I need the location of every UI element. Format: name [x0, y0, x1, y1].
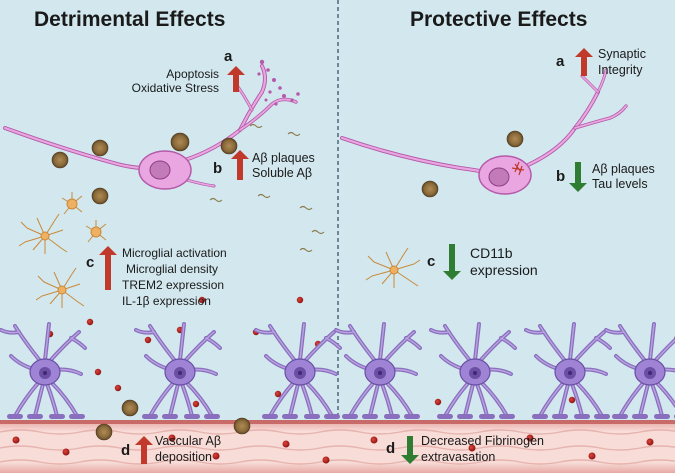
right-d-line2: extravasation [421, 450, 496, 464]
left-b-line1: Aβ plaques [252, 151, 315, 165]
right-a-line1: Synaptic [598, 47, 646, 61]
left-label-c: c [86, 254, 95, 271]
astrocyte [604, 322, 675, 419]
right-a-up-arrow-icon [575, 48, 593, 76]
right-c-line1: CD11b [470, 245, 513, 261]
neuron-left-fragments [257, 59, 300, 106]
left-c-line4: IL-1β expression [122, 294, 211, 308]
astrocyte [429, 322, 517, 419]
right-c-line2: expression [470, 262, 538, 278]
astrocyte [524, 322, 612, 419]
left-a-line2: Oxidative Stress [131, 81, 219, 95]
right-d-down-arrow-icon [401, 436, 419, 464]
microglia-left [18, 192, 107, 308]
left-c-line3: TREM2 expression [122, 278, 225, 292]
left-a-line1: Apoptosis [166, 67, 219, 81]
left-label-b: b [213, 160, 223, 177]
neuron-left [3, 64, 298, 188]
left-c-up-arrow-icon [99, 246, 117, 290]
right-label-a: a [556, 53, 565, 70]
left-b-line2: Soluble Aβ [252, 166, 313, 180]
left-d-line2: deposition [155, 450, 212, 464]
right-d-line1: Decreased Fibrinogen [421, 434, 544, 448]
left-panel-title: Detrimental Effects [34, 8, 226, 31]
astrocyte [334, 322, 422, 419]
astrocyte [0, 322, 87, 419]
neuron-left-soma [138, 150, 192, 190]
left-label-a: a [224, 48, 233, 65]
astrocyte [254, 322, 342, 419]
vessel-blood-cells [12, 434, 654, 464]
microglia-right [365, 247, 421, 288]
amyloid-plaques [51, 130, 524, 441]
right-panel-title: Protective Effects [410, 8, 588, 31]
right-label-b: b [556, 168, 566, 185]
astrocyte [134, 322, 222, 419]
soluble-abeta [209, 123, 325, 253]
left-c-line2: Microglial density [126, 262, 219, 276]
astrocytes [0, 322, 675, 419]
right-b-down-arrow-icon [569, 162, 587, 192]
right-b-line1: Aβ plaques [592, 162, 655, 176]
left-d-line1: Vascular Aβ [155, 434, 222, 448]
right-label-d: d [386, 440, 396, 457]
blood-vessel [0, 420, 675, 473]
left-b-up-arrow-icon [231, 150, 249, 180]
left-d-up-arrow-icon [135, 436, 153, 464]
right-c-down-arrow-icon [443, 244, 461, 280]
left-a-up-arrow-icon [227, 66, 245, 92]
neuron-right [340, 68, 628, 174]
left-c-line1: Microglial activation [122, 246, 227, 260]
right-label-c: c [427, 253, 436, 270]
right-b-line2: Tau levels [592, 177, 648, 191]
neuron-right-soma [478, 155, 532, 195]
left-label-d: d [121, 442, 131, 459]
right-a-line2: Integrity [598, 63, 643, 77]
